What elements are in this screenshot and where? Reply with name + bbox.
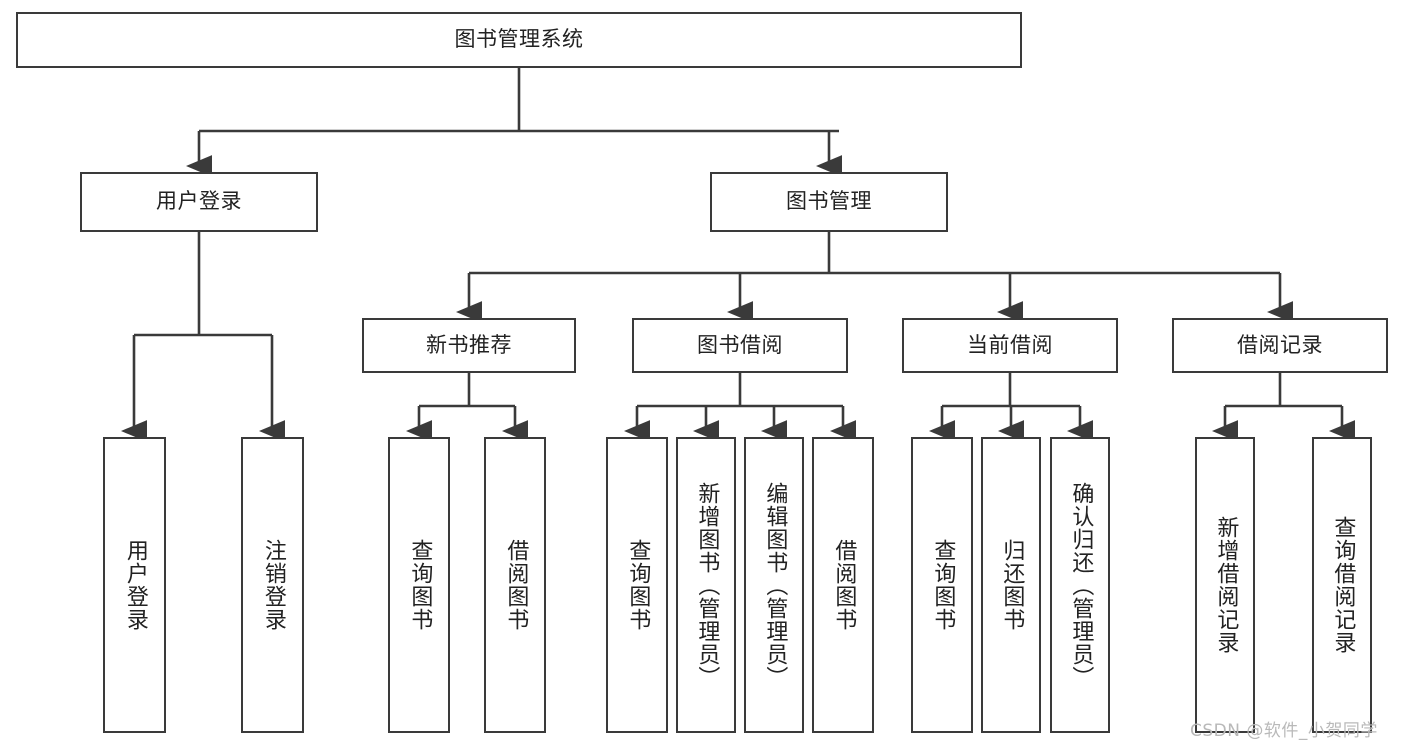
node-root-system[interactable]: 图书管理系统 (16, 12, 1022, 68)
csdn-watermark: CSDN @软件_小贺同学 (1190, 721, 1378, 741)
node-current-borrow[interactable]: 当前借阅 (902, 318, 1118, 373)
node-book-management[interactable]: 图书管理 (710, 172, 948, 232)
leaf-query-book-1-label: 查询图书 (407, 539, 433, 631)
leaf-logout-login-label: 注销登录 (260, 539, 286, 631)
leaf-edit-book[interactable]: 编辑图书（管理员） (744, 437, 804, 733)
leaf-user-login[interactable]: 用户登录 (103, 437, 166, 733)
leaf-query-record[interactable]: 查询借阅记录 (1312, 437, 1372, 733)
leaf-query-record-label: 查询借阅记录 (1330, 516, 1356, 654)
leaf-borrow-book-2[interactable]: 借阅图书 (812, 437, 874, 733)
leaf-return-book[interactable]: 归还图书 (981, 437, 1041, 733)
leaf-logout-login[interactable]: 注销登录 (241, 437, 304, 733)
leaf-query-book-2-label: 查询图书 (625, 539, 651, 631)
leaf-add-record-label: 新增借阅记录 (1213, 516, 1239, 654)
leaf-query-book-3-label: 查询图书 (930, 539, 956, 631)
leaf-edit-book-label: 编辑图书（管理员） (762, 481, 788, 689)
leaf-query-book-3[interactable]: 查询图书 (911, 437, 973, 733)
leaf-query-book-1[interactable]: 查询图书 (388, 437, 450, 733)
leaf-borrow-book-1-label: 借阅图书 (503, 539, 529, 631)
node-book-borrow[interactable]: 图书借阅 (632, 318, 848, 373)
leaf-confirm-return[interactable]: 确认归还（管理员） (1050, 437, 1110, 733)
node-borrow-record[interactable]: 借阅记录 (1172, 318, 1388, 373)
node-new-book-recommend[interactable]: 新书推荐 (362, 318, 576, 373)
node-user-login[interactable]: 用户登录 (80, 172, 318, 232)
leaf-query-book-2[interactable]: 查询图书 (606, 437, 668, 733)
leaf-user-login-label: 用户登录 (122, 539, 148, 631)
leaf-add-book[interactable]: 新增图书（管理员） (676, 437, 736, 733)
leaf-confirm-return-label: 确认归还（管理员） (1068, 481, 1094, 689)
leaf-borrow-book-1[interactable]: 借阅图书 (484, 437, 546, 733)
leaf-return-book-label: 归还图书 (999, 539, 1025, 631)
leaf-add-book-label: 新增图书（管理员） (694, 481, 720, 689)
leaf-add-record[interactable]: 新增借阅记录 (1195, 437, 1255, 733)
leaf-borrow-book-2-label: 借阅图书 (831, 539, 857, 631)
